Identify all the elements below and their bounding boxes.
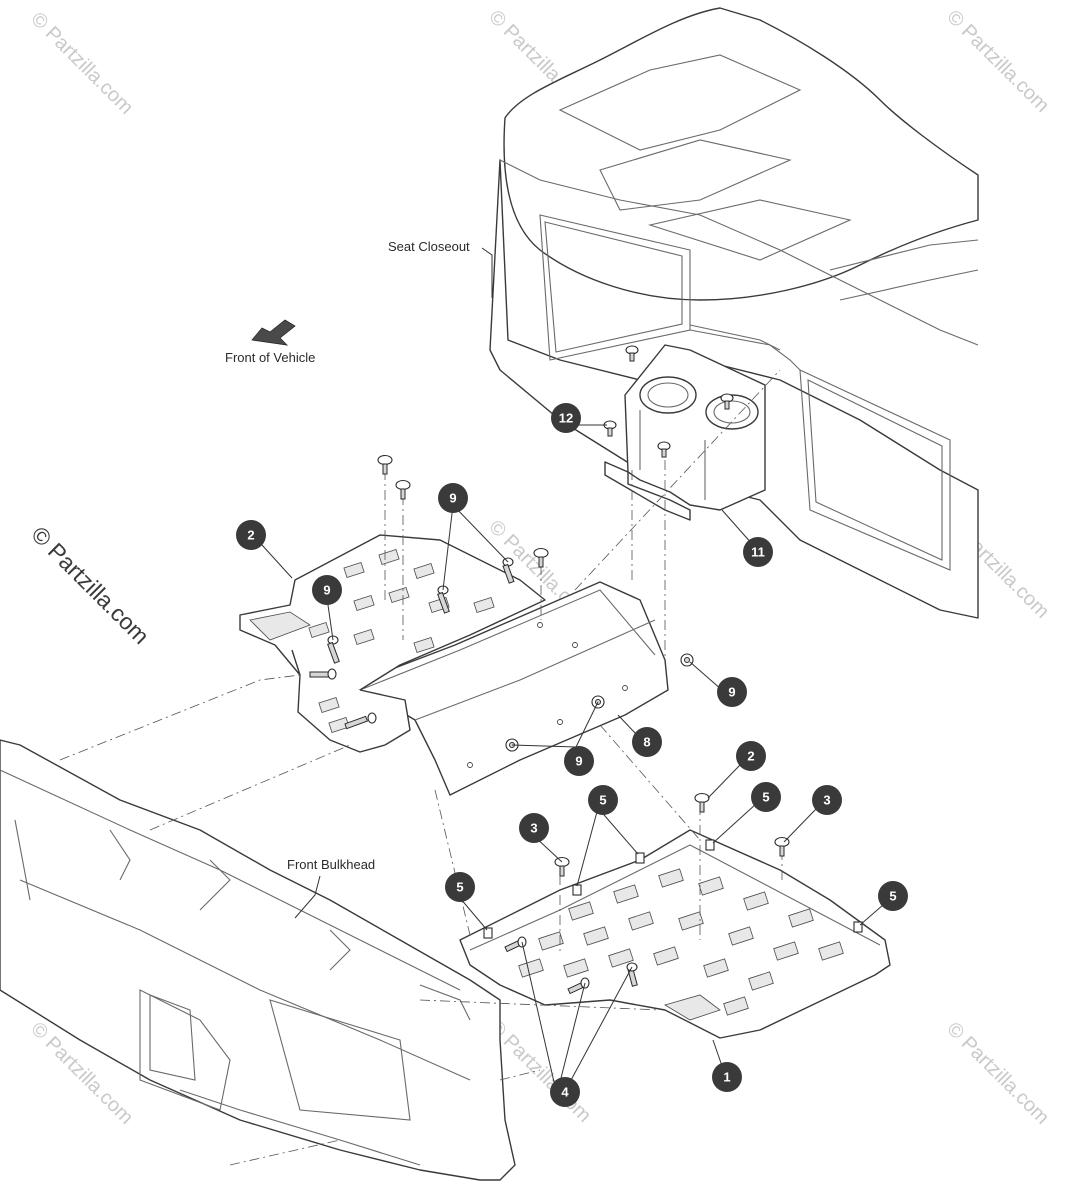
callout-number: 2	[247, 528, 254, 543]
watermark: © Partzilla.com	[942, 6, 1053, 117]
screw	[377, 454, 393, 475]
screw	[554, 856, 570, 877]
front-bulkhead-label: Front Bulkhead	[287, 857, 375, 872]
front-arrow-icon	[251, 319, 296, 346]
callout-number: 5	[599, 793, 606, 808]
seat-closeout-label: Seat Closeout	[388, 239, 470, 254]
front-bulkhead	[0, 739, 516, 1181]
callout-number: 4	[561, 1085, 569, 1100]
bolt	[504, 936, 527, 953]
fasteners	[309, 345, 863, 995]
screw	[657, 441, 671, 458]
screw	[625, 345, 639, 362]
callouts: 2 12 11 9 9 9 9 8	[236, 403, 908, 1107]
callout-3: 2	[736, 741, 766, 771]
callout-9: 9	[438, 483, 468, 513]
callout-number: 3	[823, 793, 830, 808]
clip	[705, 839, 715, 851]
callout-number: 9	[449, 491, 456, 506]
callout-leaders	[261, 424, 884, 1083]
bolt	[626, 962, 638, 987]
callout-9: 9	[312, 575, 342, 605]
clip	[635, 852, 645, 864]
callout-12: 12	[551, 403, 581, 433]
screw	[533, 547, 549, 568]
callout-number: 12	[559, 411, 573, 426]
callout-1: 1	[712, 1062, 742, 1092]
panel-1-vents	[518, 868, 844, 1016]
callout-9: 9	[564, 746, 594, 776]
callout-5: 5	[878, 881, 908, 911]
screw	[395, 479, 411, 500]
callout-3: 3	[812, 785, 842, 815]
seat-closeout-leader	[481, 247, 493, 298]
callout-8: 8	[632, 727, 662, 757]
screw	[774, 836, 790, 857]
callout-number: 8	[643, 735, 650, 750]
callout-number: 5	[456, 880, 463, 895]
screw	[694, 792, 710, 813]
callout-number: 9	[728, 685, 735, 700]
screw	[603, 420, 617, 437]
watermark: © Partzilla.com	[26, 8, 137, 119]
floor-panel-part-1	[459, 829, 891, 1039]
callout-number: 9	[575, 754, 582, 769]
bolt	[344, 712, 377, 730]
assembly-lines	[59, 369, 783, 1166]
cup-holder-part-11	[604, 344, 766, 521]
shroud-part-8	[349, 581, 669, 796]
callout-number: 2	[747, 749, 754, 764]
front-of-vehicle-label: Front of Vehicle	[225, 350, 315, 365]
callout-2: 2	[236, 520, 266, 550]
callout-9: 9	[717, 677, 747, 707]
clip	[483, 927, 493, 939]
callout-number: 5	[762, 790, 769, 805]
clip	[572, 884, 582, 896]
callout-11: 11	[743, 537, 773, 567]
copyright-notice: © Partzilla.com	[26, 521, 154, 649]
callout-number: 11	[751, 545, 765, 560]
callout-5: 5	[445, 872, 475, 902]
nut	[680, 653, 694, 667]
bolt	[309, 668, 337, 680]
callout-number: 3	[530, 821, 537, 836]
callout-3: 3	[519, 813, 549, 843]
callout-number: 9	[323, 583, 330, 598]
callout-number: 1	[723, 1070, 730, 1085]
clip	[853, 921, 863, 933]
front-bulkhead-leader	[294, 875, 321, 919]
callout-5: 5	[588, 785, 618, 815]
callout-5: 5	[751, 782, 781, 812]
watermark: © Partzilla.com	[942, 1018, 1053, 1129]
callout-number: 5	[889, 889, 896, 904]
callout-4: 4	[550, 1077, 580, 1107]
seat-closeout	[489, 7, 979, 619]
screw	[720, 393, 734, 410]
